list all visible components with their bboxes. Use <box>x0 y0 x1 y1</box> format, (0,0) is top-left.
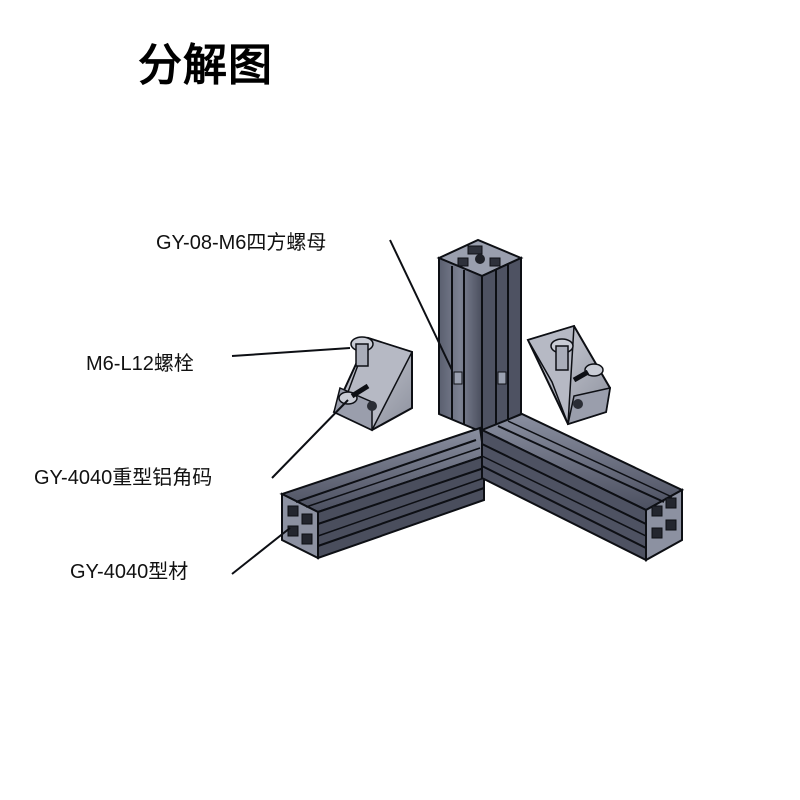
leader-bracket <box>271 399 349 479</box>
bolt-shank <box>572 369 590 383</box>
vertical-profile-core <box>475 254 485 264</box>
right-profile-end-slot <box>651 527 663 539</box>
vertical-profile-slot <box>489 257 501 267</box>
label-square-nut: GY-08-M6四方螺母 <box>156 232 327 254</box>
right-profile-groove <box>481 465 647 549</box>
right-profile-end-slot <box>665 519 677 531</box>
left-profile-groove <box>317 487 485 547</box>
left-profile-groove <box>317 477 485 537</box>
label-profile: GY-4040型材 <box>70 561 189 583</box>
left-profile-groove <box>295 439 477 503</box>
page-title: 分解图 <box>138 40 273 91</box>
right-bracket-hole <box>573 399 583 409</box>
leader-nut <box>389 239 453 371</box>
vertical-profile-slot <box>457 257 469 267</box>
leader-bolt <box>231 347 351 357</box>
left-profile-groove <box>305 447 481 508</box>
right-profile-groove <box>481 443 647 525</box>
right-profile <box>479 412 685 562</box>
bolt-head <box>584 363 604 377</box>
bolt-shank <box>555 345 569 371</box>
right-profile-groove <box>481 455 647 537</box>
left-profile-end-slot <box>287 505 299 517</box>
right-profile-end-slot <box>665 497 677 509</box>
left-bracket <box>332 336 414 432</box>
right-profile-groove <box>507 420 673 498</box>
right-profile-groove <box>497 425 665 503</box>
right-bracket <box>526 324 612 426</box>
vertical-profile-right-face <box>481 256 522 434</box>
leader-lines <box>231 239 453 575</box>
label-bolt: M6-L12螺栓 <box>86 353 194 375</box>
vertical-profile <box>436 238 524 434</box>
square-nut <box>497 371 507 385</box>
square-nut <box>453 371 463 385</box>
left-profile-groove <box>317 467 485 525</box>
left-profile-end-slot <box>287 525 299 537</box>
leader-profile <box>231 527 291 575</box>
bolt-shank <box>355 343 369 367</box>
bolt-shank <box>350 383 370 399</box>
left-profile <box>279 426 486 560</box>
left-profile-end-slot <box>301 533 313 545</box>
vertical-profile-slot <box>467 245 483 255</box>
right-bracket-face <box>566 387 611 426</box>
right-profile-end-slot <box>651 505 663 517</box>
left-profile-end-slot <box>301 513 313 525</box>
left-bracket-hole <box>367 401 377 411</box>
label-bracket: GY-4040重型铝角码 <box>34 467 213 489</box>
vertical-profile-left-face <box>438 256 483 434</box>
